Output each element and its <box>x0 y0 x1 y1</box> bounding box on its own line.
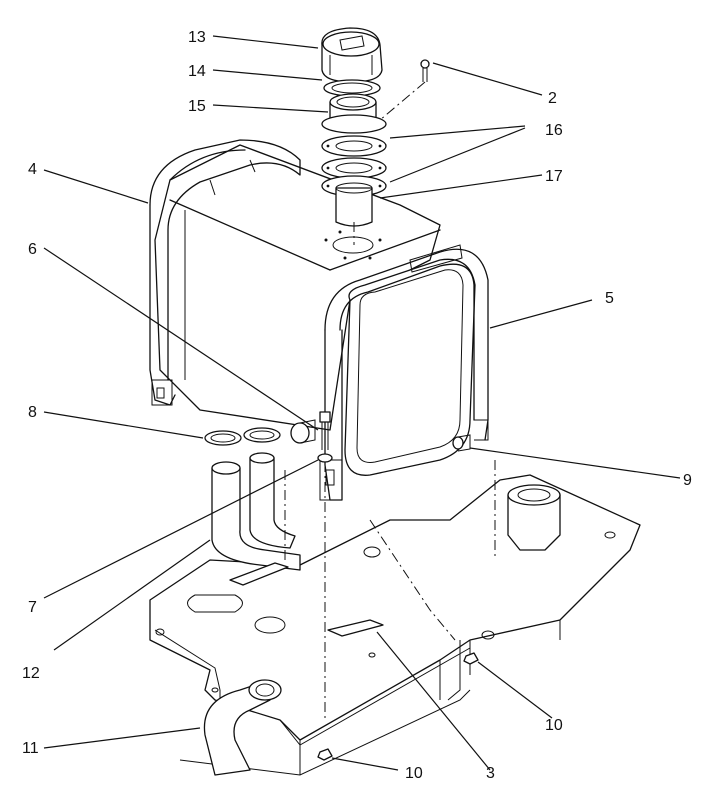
filler-adapter <box>321 93 387 134</box>
mounting-plate <box>149 474 641 776</box>
flange-gaskets <box>321 135 387 179</box>
strap-right <box>319 244 489 501</box>
strap-left <box>149 139 301 406</box>
callout-3: 3 <box>486 765 495 782</box>
return-hose <box>203 679 282 776</box>
washer <box>317 453 333 463</box>
callout-12: 12 <box>22 665 40 682</box>
callout-10-bottom: 10 <box>405 765 423 782</box>
pads <box>229 562 384 637</box>
callout-4: 4 <box>28 161 37 178</box>
leader-lines <box>43 35 681 771</box>
callout-8: 8 <box>28 404 37 421</box>
callout-14: 14 <box>188 63 206 80</box>
hose-clamps <box>204 427 281 446</box>
fuel-cap <box>321 27 383 83</box>
callout-15: 15 <box>188 98 206 115</box>
fitting-and-bolt <box>290 411 331 450</box>
callout-10-right: 10 <box>545 717 563 734</box>
fuel-hoses <box>211 452 301 571</box>
callout-11: 11 <box>22 740 39 757</box>
cap-screw <box>379 59 430 121</box>
cap-gasket <box>323 79 381 97</box>
callout-5: 5 <box>605 290 614 307</box>
callout-7: 7 <box>28 599 37 616</box>
callout-13: 13 <box>188 29 206 46</box>
fitting-right <box>452 434 471 452</box>
callout-2: 2 <box>548 90 557 107</box>
callout-16: 16 <box>545 122 563 139</box>
filler-port <box>507 484 561 551</box>
nuts <box>317 640 479 761</box>
callout-6: 6 <box>28 241 37 258</box>
callout-17: 17 <box>545 168 563 185</box>
guide-line <box>369 519 456 641</box>
callout-numbers: 13 14 15 2 16 17 4 5 6 8 9 7 12 11 10 10… <box>22 29 692 782</box>
callout-9: 9 <box>683 472 692 489</box>
filler-neck-flange <box>321 175 387 227</box>
